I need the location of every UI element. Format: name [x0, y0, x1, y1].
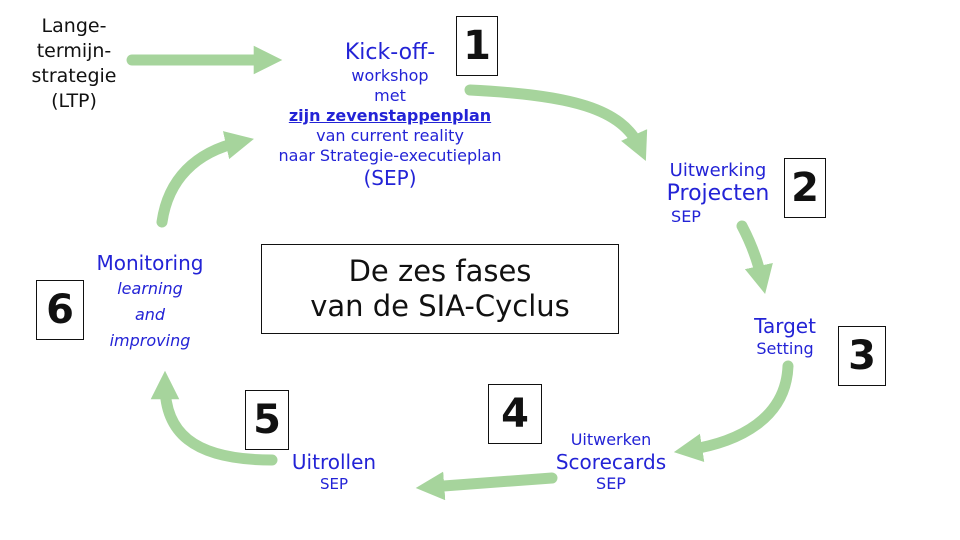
phase1-title: Kick-off- — [344, 40, 436, 65]
ltp-line: (LTP) — [51, 90, 97, 112]
phase4-line: Scorecards — [555, 450, 667, 474]
phase6-text: Monitoring learning and improving — [74, 250, 226, 354]
ltp-line: termijn- — [36, 40, 112, 62]
phase3-line: Target — [754, 314, 816, 338]
phase5-text: Uitrollen SEP — [272, 450, 396, 494]
phase1-line: (SEP) — [363, 166, 417, 190]
center-title-line2: van de SIA-Cyclus — [310, 289, 570, 323]
phase6-line: Monitoring — [96, 251, 204, 275]
center-title-box: De zes fases van de SIA-Cyclus — [261, 244, 619, 334]
phase6-number: 6 — [36, 280, 84, 340]
phase3-line: Setting — [756, 339, 814, 358]
ltp-line: Lange- — [41, 15, 107, 37]
phase6-line: and — [134, 305, 166, 324]
phase1-line: workshop — [351, 66, 429, 85]
phase1-line: met — [374, 86, 406, 105]
phase2-text: Uitwerking Projecten SEP — [652, 160, 784, 227]
phase3-number: 3 — [838, 326, 886, 386]
phase4-text: Uitwerken Scorecards SEP — [540, 430, 682, 494]
center-title-line1: De zes fases — [348, 254, 532, 289]
arrow-phase3-to-phase4 — [673, 360, 794, 462]
phase5-line: Uitrollen — [291, 450, 377, 474]
phase1-line: naar Strategie-executieplan — [278, 146, 502, 165]
ltp-line: strategie — [31, 65, 117, 87]
phase6-line: learning — [117, 279, 183, 298]
arrow-phase1-to-phase2 — [464, 84, 648, 162]
phase2-line: SEP — [671, 207, 701, 226]
arrow-phase2-to-phase3 — [736, 220, 773, 294]
phase1-text: Kick-off- workshop met zijn zevenstappen… — [235, 40, 545, 190]
phase5-number: 5 — [245, 390, 289, 450]
phase3-text: Target Setting — [740, 314, 830, 360]
phase6-line: improving — [109, 331, 191, 350]
ltp-label: Lange- termijn- strategie (LTP) — [14, 14, 134, 114]
phase1-line-plan: zijn zevenstappenplan — [288, 106, 492, 125]
phase1-line: van current reality — [316, 126, 464, 145]
arrow-phase5-to-phase6 — [150, 370, 278, 466]
phase4-line: SEP — [596, 474, 626, 493]
phase5-line: SEP — [319, 475, 349, 493]
arrow-phase4-to-phase5 — [415, 471, 558, 501]
phase2-line: Projecten — [666, 181, 770, 206]
phase2-line: Uitwerking — [669, 160, 767, 181]
phase1-number: 1 — [456, 16, 498, 76]
phase2-number: 2 — [784, 158, 826, 218]
arrow-phase6-to-phase1 — [156, 131, 254, 228]
phase4-line: Uitwerken — [570, 430, 652, 449]
phase4-number: 4 — [488, 384, 542, 444]
